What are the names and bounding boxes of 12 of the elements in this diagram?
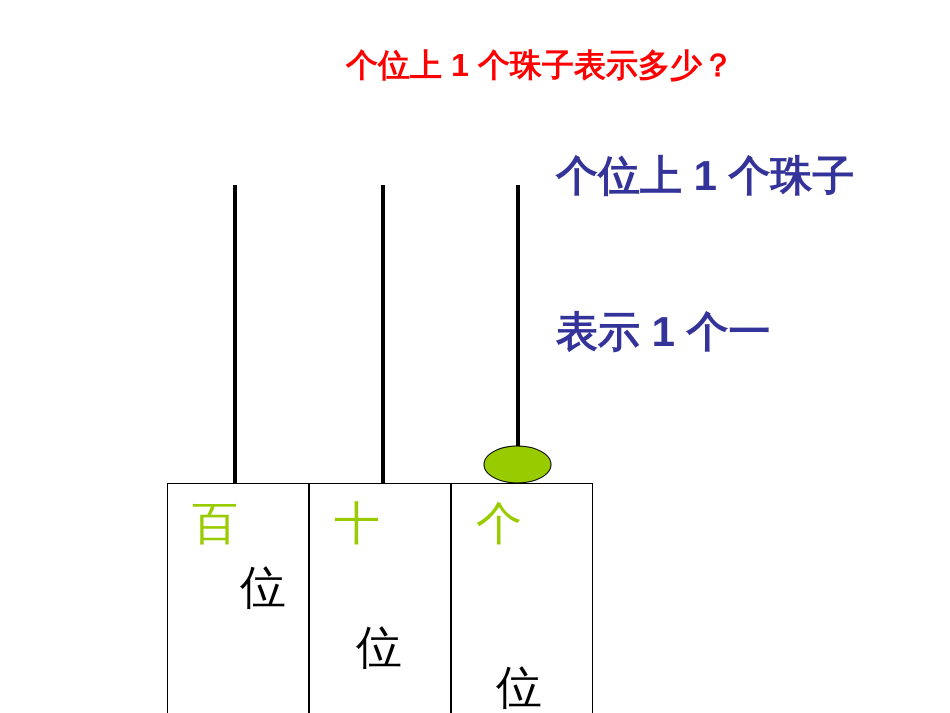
column-text: 位 [240, 564, 286, 610]
column-text: 位 [496, 664, 542, 710]
place-value-column [309, 483, 451, 713]
note-text: 个位上 1 个珠子 [556, 151, 856, 201]
column-text: 位 [356, 624, 402, 670]
place-value-column [451, 483, 593, 713]
place-value-column [167, 483, 309, 713]
column-heading: 个 [476, 500, 522, 546]
column-heading: 百 [192, 500, 238, 546]
column-heading: 十 [334, 500, 380, 546]
note-text: 表示 1 个一 [556, 307, 772, 357]
title: 个位上 1 个珠子表示多少？ [344, 46, 735, 85]
